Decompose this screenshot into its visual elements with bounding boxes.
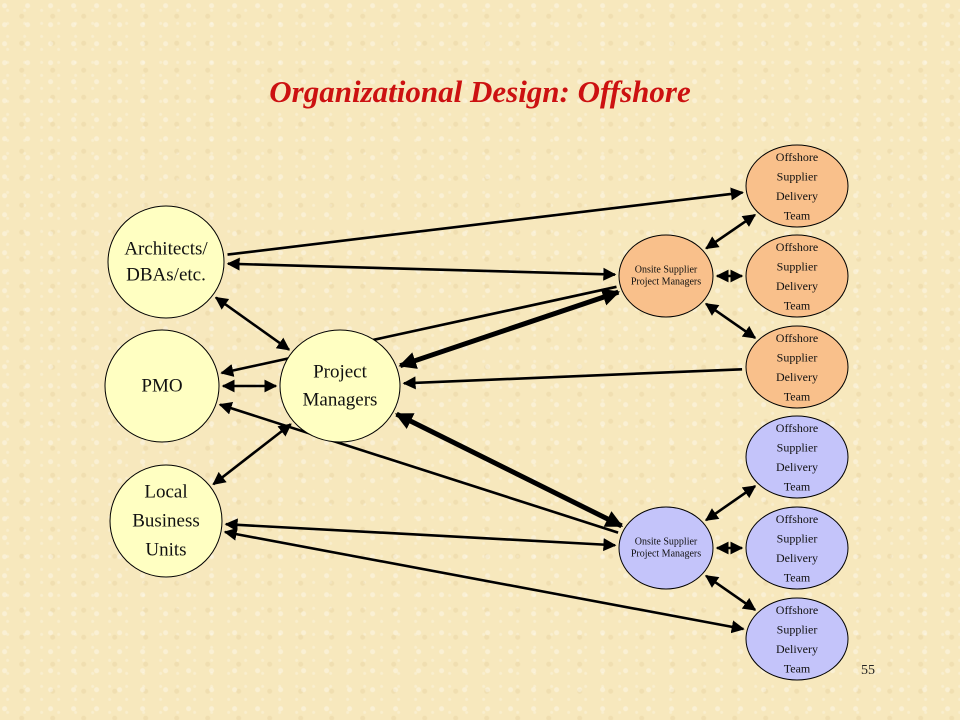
node-off1-label: Offshore <box>776 150 818 164</box>
node-off4-label: Supplier <box>777 440 818 454</box>
node-off1-label: Delivery <box>776 189 818 203</box>
node-local-label: Business <box>132 511 200 532</box>
node-pmo-shape <box>104 329 220 443</box>
node-local-shape <box>109 464 223 578</box>
node-off6-label: Offshore <box>776 603 818 617</box>
node-off2-label: Offshore <box>776 240 818 254</box>
node-off2-label: Delivery <box>776 279 818 293</box>
node-off1-label: Team <box>784 208 811 222</box>
edge-osp2-off6 <box>704 574 757 611</box>
node-off6-shape <box>745 597 849 681</box>
page-number: 55 <box>861 663 875 678</box>
edge-osp1-off3 <box>704 302 757 339</box>
node-off1-shape <box>745 144 849 228</box>
node-off6-label: Supplier <box>777 622 818 636</box>
node-off5-label: Delivery <box>776 551 818 565</box>
node-off4-shape <box>745 415 849 499</box>
node-architects: Architects/DBAs/etc. <box>107 205 225 319</box>
node-pm-label: Managers <box>303 390 378 411</box>
node-off6-label: Delivery <box>776 642 818 656</box>
node-off2-shape <box>745 234 849 318</box>
node-off5-label: Supplier <box>777 531 818 545</box>
node-off3-shape <box>745 325 849 409</box>
node-osp1-shape <box>618 234 714 318</box>
node-osp1-label: Project Managers <box>631 277 701 288</box>
node-osp2-label: Project Managers <box>631 549 701 560</box>
node-off3-label: Offshore <box>776 331 818 345</box>
edge-architects-off1 <box>227 187 744 256</box>
edge-architects-pm <box>214 296 291 351</box>
node-pmo: PMO <box>104 329 220 443</box>
edge-off3-pm <box>402 367 743 390</box>
node-pm-shape <box>279 329 401 443</box>
node-off4-label: Team <box>784 479 811 493</box>
edge-architects-osp1 <box>226 257 617 281</box>
node-architects-label: DBAs/etc. <box>126 265 206 286</box>
edge-pm-osp1 <box>398 288 621 369</box>
node-osp2-shape <box>618 506 714 590</box>
edge-local-pm <box>212 423 292 486</box>
edge-local-off6 <box>223 527 745 634</box>
node-local-label: Local <box>144 482 187 503</box>
node-off4-label: Offshore <box>776 421 818 435</box>
node-architects-label: Architects/ <box>124 239 208 260</box>
nodes-layer: Architects/DBAs/etc. PMO LocalBusinessUnit… <box>104 144 849 681</box>
edge-osp2-off4 <box>704 485 757 522</box>
node-off3-label: Team <box>784 389 811 403</box>
edge-osp1-off1 <box>705 213 757 250</box>
node-off1-label: Supplier <box>777 169 818 183</box>
node-architects-shape <box>107 205 225 319</box>
node-osp2-label: Onsite Supplier <box>635 537 698 548</box>
node-pm-label: Project <box>313 362 368 383</box>
node-off6-label: Team <box>784 661 811 675</box>
node-off2-label: Team <box>784 298 811 312</box>
node-osp1-label: Onsite Supplier <box>635 265 698 276</box>
node-off5-label: Team <box>784 570 811 584</box>
edges-layer <box>212 187 757 634</box>
node-local-label: Units <box>145 540 186 561</box>
node-off5-label: Offshore <box>776 512 818 526</box>
node-off2-label: Supplier <box>777 259 818 273</box>
node-off3-label: Delivery <box>776 370 818 384</box>
node-off4-label: Delivery <box>776 460 818 474</box>
slide-title: Organizational Design: Offshore <box>269 74 691 109</box>
node-pmo-label: PMO <box>141 376 182 397</box>
node-off3-label: Supplier <box>777 350 818 364</box>
node-off5-shape <box>745 506 849 590</box>
edge-pm-osp2 <box>394 411 624 529</box>
